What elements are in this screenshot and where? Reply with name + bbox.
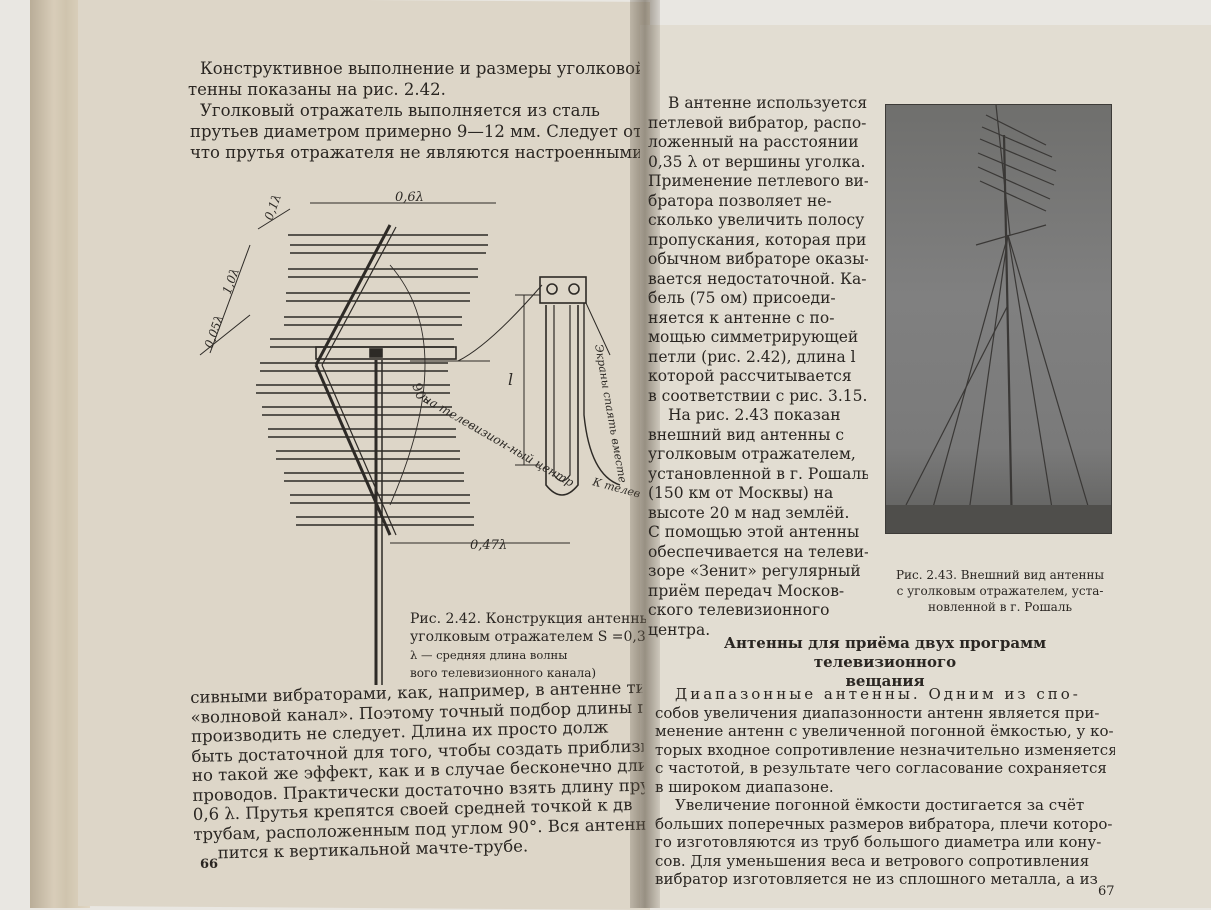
text-line: В антенне используется <box>668 94 868 112</box>
caption-line: Рис. 2.43. Внешний вид антенны <box>895 568 1105 582</box>
section-heading: Антенны для приёма двух программ телевиз… <box>660 634 1110 691</box>
text-line: больших поперечных размеров вибратора, п… <box>655 814 1113 833</box>
text-line: С помощью этой антенны <box>648 523 860 541</box>
text-line: мощью симметрирующей <box>648 328 859 346</box>
text-line: Увеличение погонной ёмкости достигается … <box>675 796 1085 814</box>
antenna-construction-figure: 0,6λ 0,1λ 1,0λ 0,05λ 90° на телевизион-н… <box>199 190 640 685</box>
text-line: петлевой вибратор, распо- <box>648 113 867 132</box>
text-line: внешний вид антенны с <box>648 425 845 444</box>
text-line: торых входное сопротивление незначительн… <box>655 740 1115 759</box>
heading-line: Антенны для приёма двух программ телевиз… <box>723 634 1047 671</box>
text-line: зоре «Зенит» регулярный <box>648 562 861 580</box>
text-line: Конструктивное выполнение и размеры угол… <box>200 59 640 78</box>
text-line: приём передач Москов- <box>648 581 845 600</box>
reflector-rods <box>256 234 488 526</box>
text-line: Диапазонные антенны. Одним из спо- <box>675 685 1081 703</box>
figure-label: 0,47λ <box>470 538 507 553</box>
text-line: го изготовляются из труб большого диамет… <box>655 833 1102 851</box>
figure-label: Экраны спаять вместе <box>592 343 629 484</box>
heading-line: вещания <box>845 672 925 690</box>
antenna-photo <box>885 104 1112 534</box>
text-line: в широком диапазоне. <box>655 777 834 796</box>
text-line: (150 км от Москвы) на <box>648 484 834 502</box>
text-line: прутьев диаметром примерно 9—12 мм. След… <box>190 122 640 141</box>
text-line: тенны показаны на рис. 2.42. <box>188 80 446 99</box>
figure-label: 0,05λ <box>202 313 227 350</box>
text-line: На рис. 2.43 показан <box>668 406 841 424</box>
right-page-column-text: В антенне используется петлевой вибратор… <box>648 94 868 640</box>
text-line: менение антенн с увеличенной погонной ём… <box>655 722 1114 740</box>
text-line: петли (рис. 2.42), длина l <box>648 347 856 366</box>
figure-label: 1,0λ <box>220 266 242 296</box>
text-line: бель (75 ом) присоеди- <box>648 289 836 307</box>
right-page-lower-text: Диапазонные антенны. Одним из спо- собов… <box>655 685 1115 889</box>
text-line: братора позволяет не- <box>648 191 832 210</box>
book-gutter <box>630 0 660 908</box>
text-line: в соответствии с рис. 3.15. <box>648 386 868 405</box>
text-line: высоте 20 м над землёй. <box>648 503 850 522</box>
text-line: что прутья отражателя не являются настро… <box>190 143 640 162</box>
text-line: няется к антенне с по- <box>648 308 835 327</box>
text-line: ложенный на расстоянии <box>648 133 859 151</box>
text-line: сов. Для уменьшения веса и ветрового соп… <box>655 851 1090 870</box>
caption-line: λ — средняя длина волны <box>410 648 568 662</box>
text-line: пропускания, которая при <box>648 230 867 249</box>
figure-label: l <box>508 370 513 389</box>
text-line: сколько увеличить полосу <box>648 211 865 229</box>
text-line: 0,35 λ от вершины уголка. <box>648 152 866 171</box>
left-page-intro-text: Конструктивное выполнение и размеры угол… <box>188 58 640 163</box>
text-line: Применение петлевого ви- <box>648 172 868 190</box>
figure-2-42-caption: Рис. 2.42. Конструкция антенны уголковым… <box>410 610 646 682</box>
text-line: вибратор изготовляется не из сплошного м… <box>655 870 1098 888</box>
text-line: с частотой, в результате чего согласован… <box>655 759 1107 777</box>
caption-line: новленной в г. Рошаль <box>928 600 1072 614</box>
caption-line: Рис. 2.42. Конструкция антенны <box>410 611 646 627</box>
text-line: Уголковый отражатель выполняется из стал… <box>200 101 600 120</box>
text-line: установленной в г. Рошаль <box>648 464 868 483</box>
text-line: центра. <box>648 620 711 639</box>
caption-line: уголковым отражателем S =0,35 <box>410 629 646 645</box>
page-number-right: 67 <box>1098 884 1115 899</box>
figure-label: 90° <box>408 381 430 408</box>
text-line: собов увеличения диапазонности антенн яв… <box>655 703 1100 722</box>
text-line: которой рассчитывается <box>648 367 852 385</box>
left-page-bottom-text: сивными вибраторами, как, например, в ан… <box>190 678 646 864</box>
figure-label: 0,6λ <box>395 190 424 205</box>
text-line: обеспечивается на телеви- <box>648 542 868 561</box>
text-line: вается недостаточной. Ка- <box>648 269 867 288</box>
text-line: уголковым отражателем, <box>648 445 856 463</box>
text-line: обычном вибраторе оказы- <box>648 250 868 268</box>
caption-line: вого телевизионного канала) <box>410 666 597 680</box>
text-line: ского телевизионного <box>648 601 830 619</box>
figure-2-43-caption: Рис. 2.43. Внешний вид антенны с уголков… <box>885 567 1115 615</box>
figure-label: на телевизион-ный центр <box>421 391 577 489</box>
caption-line: с уголковым отражателем, уста- <box>896 584 1104 598</box>
page-number-left: 66 <box>200 857 219 872</box>
figure-label: 0,1λ <box>262 192 284 222</box>
